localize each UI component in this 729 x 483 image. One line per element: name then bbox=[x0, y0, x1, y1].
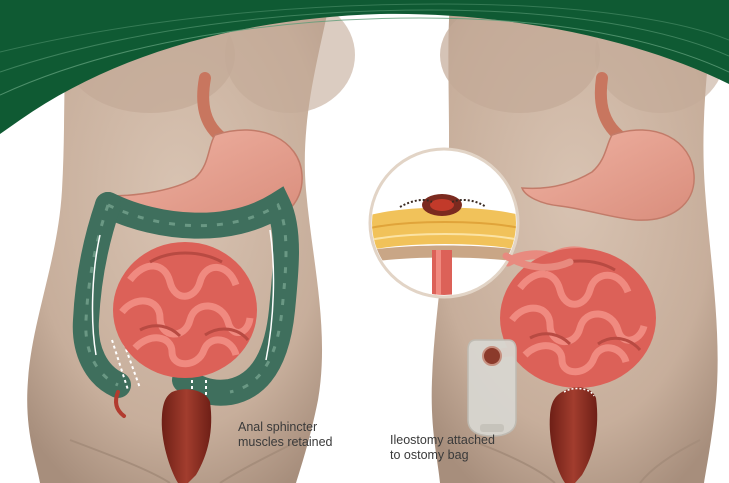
left-caption-line1: Anal sphincter bbox=[238, 420, 333, 435]
right-caption: Ileostomy attached to ostomy bag bbox=[390, 433, 495, 463]
right-caption-line2: to ostomy bag bbox=[390, 448, 495, 463]
left-caption: Anal sphincter muscles retained bbox=[238, 420, 333, 450]
left-caption-line2: muscles retained bbox=[238, 435, 333, 450]
right-caption-line1: Ileostomy attached bbox=[390, 433, 495, 448]
ostomy-bag bbox=[468, 340, 516, 436]
